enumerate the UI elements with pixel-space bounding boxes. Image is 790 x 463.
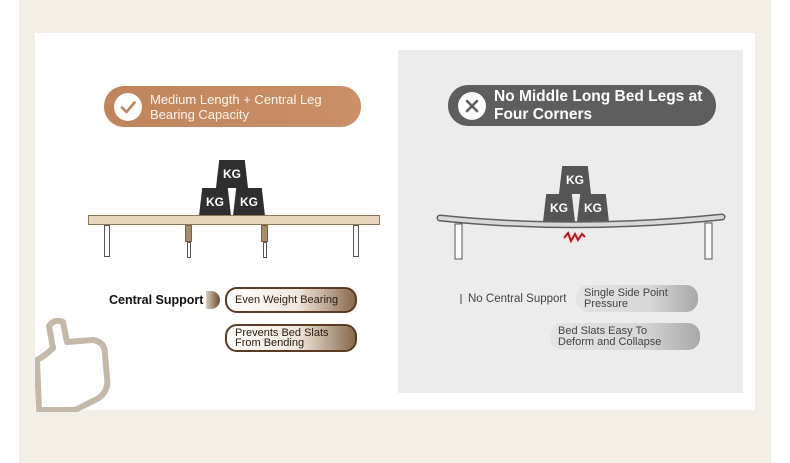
drawback-pressure-line1: Single Side Point [584,286,668,299]
no-central-support-label: No Central Support [460,291,566,307]
left-heading-line1: Medium Length + Central Leg [150,91,322,107]
weight-bottom-right-b: KG [577,194,609,222]
drawback-collapse-line2: Deform and Collapse [558,335,662,348]
check-icon [114,92,142,121]
bed-board-supported [88,215,380,225]
bent-bed-board [436,213,726,260]
central-leg-a-lower [187,242,191,258]
right-heading-line2: Four Corners [494,105,593,123]
drawback-collapse-line1: Bed Slats Easy To [558,324,648,337]
right-heading-line1: No Middle Long Bed Legs at [494,87,703,105]
stress-crack-icon [563,231,586,244]
weight-top-right: KG [559,166,591,194]
left-heading-line2: Bearing Capacity [150,106,249,122]
label-tick [460,294,462,304]
weight-bottom-left-a: KG [199,188,231,216]
central-support-marker [206,291,221,309]
central-leg-b-lower [263,242,267,258]
drawback-slats-collapse: Bed Slats Easy To Deform and Collapse [550,323,700,350]
central-support-label: Central Support [109,291,221,309]
benefit-prevents-line2: From Bending [235,337,305,349]
central-leg-a [185,225,192,242]
central-support-text: Central Support [109,293,204,307]
no-central-support-text: No Central Support [468,293,567,305]
drawback-single-side-pressure: Single Side Point Pressure [576,285,698,312]
weight-top-left: KG [216,160,248,188]
thumbs-up-icon [34,317,111,417]
bed-leg-right [353,225,359,257]
right-heading-pill: No Middle Long Bed Legs at Four Corners [448,85,716,126]
drawback-pressure-line2: Pressure [584,297,629,310]
weight-bottom-right-a: KG [543,194,575,222]
benefit-prevents-line1: Prevents Bed Slats [235,327,329,339]
left-heading-pill: Medium Length + Central Leg Bearing Capa… [104,86,361,127]
cross-icon [458,91,486,120]
central-leg-b [261,225,268,242]
weight-bottom-left-b: KG [233,188,265,216]
benefit-even-weight: Even Weight Bearing [225,287,357,313]
benefit-even-weight-text: Even Weight Bearing [235,294,339,306]
bed-leg-left [104,225,110,257]
benefit-prevents-bending: Prevents Bed Slats From Bending [225,324,357,352]
